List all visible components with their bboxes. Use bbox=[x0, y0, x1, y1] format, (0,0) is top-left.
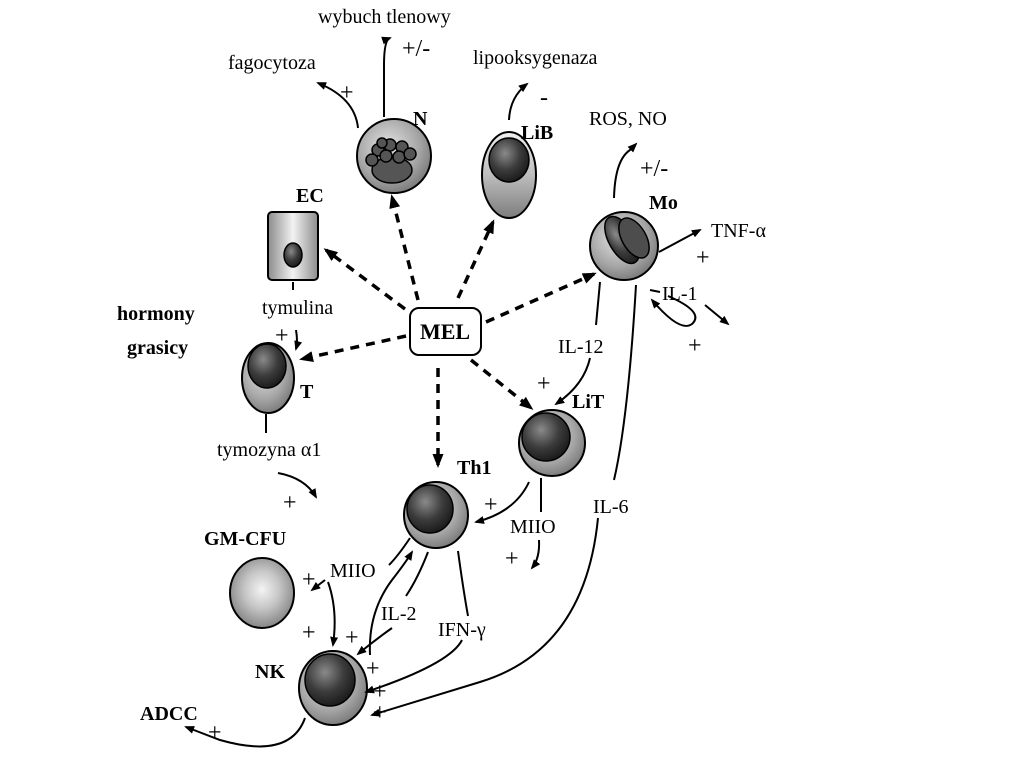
sign-nk-c: + bbox=[373, 700, 387, 726]
effect-signs: +/- + - +/- + + + + + + + + + + + + + + bbox=[208, 36, 710, 746]
sign-lipooksygenaza: - bbox=[540, 85, 548, 111]
interaction-arrows bbox=[184, 36, 730, 748]
sign-tymozyna: + bbox=[283, 490, 297, 516]
il-6-label: IL-6 bbox=[593, 496, 629, 518]
il-1-label: IL-1 bbox=[662, 283, 698, 305]
ec-label: EC bbox=[296, 185, 324, 207]
mel-label: MEL bbox=[420, 319, 470, 344]
lit-label: LiT bbox=[572, 391, 605, 413]
sign-gm-nk: + bbox=[302, 620, 316, 646]
t-lymphocyte-cell bbox=[241, 342, 295, 414]
sign-miio-lit: + bbox=[505, 546, 519, 572]
ifn-gamma-label: IFN-γ bbox=[438, 619, 486, 641]
sign-il-2: + bbox=[366, 656, 380, 682]
sign-adcc: + bbox=[208, 720, 222, 746]
t-label: T bbox=[300, 381, 314, 403]
sign-fagocytoza: + bbox=[340, 80, 354, 106]
mel-dashed-arrows bbox=[299, 194, 597, 468]
sign-tnf: + bbox=[696, 245, 710, 271]
wybuch-tlenowy-label: wybuch tlenowy bbox=[318, 6, 451, 28]
cell-labels: N LiB Mo EC T LiT Th1 GM-CFU NK hormony … bbox=[117, 108, 678, 683]
miio-th1-label: MIIO bbox=[330, 560, 376, 582]
miio-lit-label: MIIO bbox=[510, 516, 556, 538]
ros-no-label: ROS, NO bbox=[589, 108, 667, 130]
fagocytoza-label: fagocytoza bbox=[228, 52, 316, 74]
gm-cfu-cell bbox=[229, 557, 295, 629]
hormony-label: hormony bbox=[117, 303, 195, 325]
sign-wybuch: +/- bbox=[402, 36, 430, 62]
lib-label: LiB bbox=[521, 122, 553, 144]
tnf-alpha-label: TNF-α bbox=[711, 220, 766, 242]
tymozyna-label: tymozyna α1 bbox=[217, 439, 321, 461]
nk-label: NK bbox=[255, 661, 285, 683]
th1-label: Th1 bbox=[457, 457, 491, 479]
sign-nk-a: + bbox=[345, 625, 359, 651]
sign-tymulina: + bbox=[275, 323, 289, 349]
adcc-label: ADCC bbox=[140, 703, 198, 725]
il-2-label: IL-2 bbox=[381, 603, 417, 625]
mediator-labels: wybuch tlenowy fagocytoza lipooksygenaza… bbox=[140, 6, 766, 725]
n-label: N bbox=[413, 108, 428, 130]
epithelial-cell bbox=[267, 211, 319, 281]
sign-il-1: + bbox=[688, 333, 702, 359]
grasicy-label: grasicy bbox=[127, 337, 188, 359]
mel-node: MEL bbox=[409, 307, 482, 356]
b-lymphocyte-cell bbox=[481, 131, 537, 219]
sign-th1-gm: + bbox=[302, 567, 316, 593]
th1-lymphocyte-cell bbox=[403, 481, 469, 549]
monocyte-cell bbox=[589, 211, 659, 281]
sign-il-12: + bbox=[537, 371, 551, 397]
lipooksygenaza-label: lipooksygenaza bbox=[473, 47, 598, 69]
sign-lit-th1: + bbox=[484, 492, 498, 518]
mo-label: Mo bbox=[649, 192, 678, 214]
tymulina-label: tymulina bbox=[262, 297, 333, 319]
neutrophil-cell bbox=[356, 118, 432, 194]
sign-ros-no: +/- bbox=[640, 156, 668, 182]
nk-cell bbox=[298, 650, 368, 726]
lit-lymphocyte-cell bbox=[518, 409, 586, 477]
il-12-label: IL-12 bbox=[558, 336, 604, 358]
gm-cfu-label: GM-CFU bbox=[204, 528, 286, 550]
sign-nk-b: + bbox=[373, 679, 387, 705]
